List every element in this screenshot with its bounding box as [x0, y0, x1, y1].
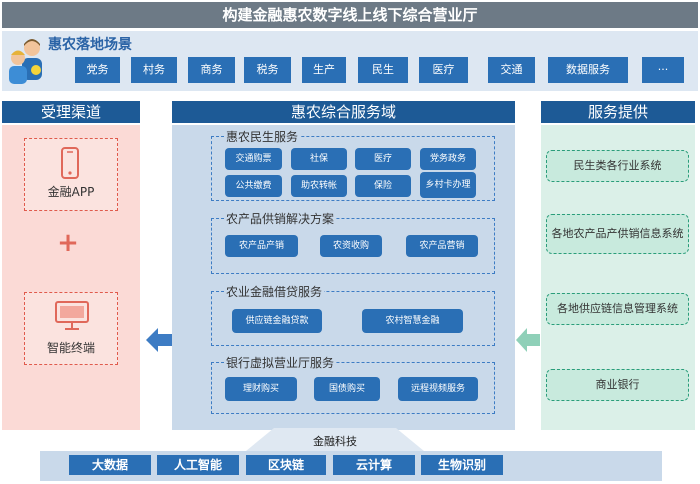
service-village-card: 乡村卡办理 [420, 172, 476, 198]
service-government: 党务政务 [420, 148, 476, 170]
system-livelihood: 民生类各行业系统 [546, 150, 689, 182]
tech-ai: 人工智能 [157, 455, 239, 475]
fintech-label: 金融科技 [313, 435, 357, 448]
group-loan [211, 291, 495, 346]
service-remote-video: 远程视频服务 [398, 377, 478, 401]
service-social-security: 社保 [291, 148, 347, 170]
service-transfer: 助农转帐 [291, 175, 347, 197]
channel-terminal: 智能终端 [24, 292, 118, 365]
group-supply [211, 218, 495, 274]
group-livelihood-title: 惠农民生服务 [224, 128, 301, 145]
scene-tag-data-service: 数据服务 [548, 57, 628, 83]
group-loan-title: 农业金融借贷服务 [224, 283, 325, 300]
scene-tag-party: 党务 [75, 57, 120, 83]
scene-tag-commerce: 商务 [188, 57, 235, 83]
group-virtual-hall [211, 362, 495, 414]
arrow-left-icon [146, 328, 172, 352]
plus-sign: + [57, 228, 79, 258]
group-virtual-hall-title: 银行虚拟营业厅服务 [224, 354, 337, 371]
scene-tag-production: 生产 [302, 57, 346, 83]
farmers-icon [9, 39, 42, 84]
service-purchase: 农资收购 [320, 235, 382, 257]
group-livelihood [211, 136, 495, 201]
tech-biometric: 生物识别 [421, 455, 503, 475]
service-bill-payment: 公共缴费 [225, 175, 282, 197]
scene-title: 惠农落地场景 [48, 37, 132, 53]
phone-icon [61, 147, 79, 179]
scene-tag-more: ··· [642, 57, 684, 83]
service-insurance: 保险 [355, 175, 411, 197]
tech-cloud: 云计算 [333, 455, 415, 475]
fintech-base-shape [246, 428, 424, 451]
scene-tag-livelihood: 民生 [358, 57, 408, 83]
channels-heading: 受理渠道 [2, 101, 140, 123]
scene-tag-medical: 医疗 [419, 57, 468, 83]
scene-tag-tax: 税务 [244, 57, 291, 83]
channel-app: 金融APP [24, 138, 118, 211]
page-title: 构建金融惠农数字线上线下综合营业厅 [2, 2, 698, 28]
channel-terminal-label: 智能终端 [46, 341, 95, 355]
service-marketing: 农产品营销 [406, 235, 478, 257]
service-ticket: 交通购票 [225, 148, 282, 170]
service-medical: 医疗 [355, 148, 411, 170]
group-supply-title: 农产品供销解决方案 [224, 210, 337, 227]
service-wealth: 理财购买 [225, 377, 297, 401]
service-domain-heading: 惠农综合服务域 [172, 101, 515, 123]
monitor-icon [55, 301, 89, 330]
scene-tag-transport: 交通 [488, 57, 535, 83]
service-supply-chain-loan: 供应链金融贷款 [232, 309, 322, 333]
service-smart-finance: 农村智慧金融 [362, 309, 463, 333]
service-produce-sales: 农产品产销 [225, 235, 298, 257]
tech-blockchain: 区块链 [246, 455, 326, 475]
system-commercial-bank: 商业银行 [546, 369, 689, 401]
channel-app-label: 金融APP [47, 185, 95, 199]
scene-tag-village: 村务 [131, 57, 177, 83]
system-produce-info: 各地农产品产供销信息系统 [546, 214, 689, 254]
arrow-left-green-icon [516, 328, 540, 352]
system-supply-chain: 各地供应链信息管理系统 [546, 293, 689, 325]
providers-heading: 服务提供 [541, 101, 695, 123]
tech-big-data: 大数据 [69, 455, 151, 475]
service-bonds: 国债购买 [314, 377, 380, 401]
